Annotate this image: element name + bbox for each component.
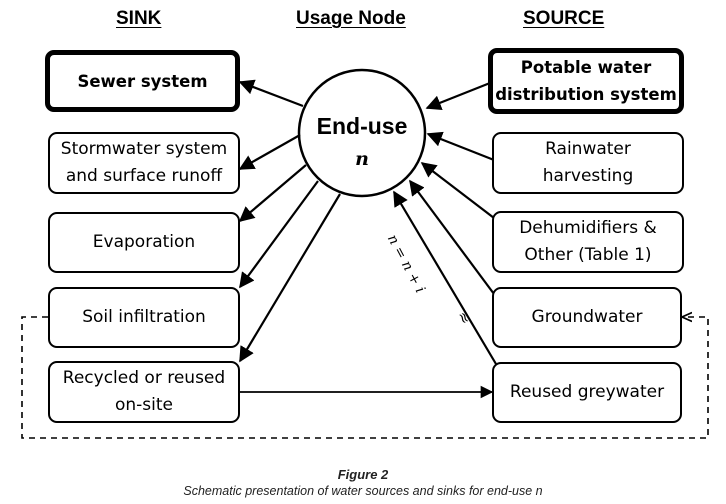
arrow-from-rainwater <box>426 131 495 162</box>
dashed-loop-soil-to-groundwater <box>21 317 709 439</box>
source-potable-water: Potable water distribution system <box>488 48 684 114</box>
source-dehumidifiers: Dehumidifiers & Other (Table 1) <box>492 211 684 273</box>
end-use-variable: n <box>355 148 369 170</box>
sink-soil-infiltration: Soil infiltration <box>48 287 240 348</box>
sink-recycled-onsite: Recycled or reused on-site <box>48 361 240 423</box>
source-groundwater: Groundwater <box>492 287 682 348</box>
sink-stormwater: Stormwater system and surface runoff <box>48 132 240 194</box>
arrow-to-evaporation <box>238 164 307 222</box>
figure-number: Figure 2 <box>337 467 389 482</box>
sink-header: SINK <box>116 8 162 29</box>
arrow-from-reused-greywater <box>393 190 497 365</box>
arrow-from-dehumidifiers <box>420 162 495 219</box>
arrow-from-groundwater <box>409 179 495 295</box>
arrow-to-recycled <box>239 193 341 363</box>
arrow-to-stormwater <box>238 134 301 170</box>
source-header: SOURCE <box>523 8 605 29</box>
end-use-node <box>297 68 427 198</box>
end-use-title: End-use <box>316 113 408 139</box>
arrow-to-sewer <box>238 79 304 108</box>
arrow-to-soil-infiltration <box>239 180 319 289</box>
source-rainwater: Rainwater harvesting <box>492 132 684 194</box>
source-reused-greywater: Reused greywater <box>492 362 682 423</box>
usage-node-header: Usage Node <box>296 8 406 29</box>
sink-sewer-system: Sewer system <box>45 50 240 112</box>
sink-evaporation: Evaporation <box>48 212 240 273</box>
figure-caption: Schematic presentation of water sources … <box>183 484 543 498</box>
arrow-from-potable <box>425 81 491 111</box>
